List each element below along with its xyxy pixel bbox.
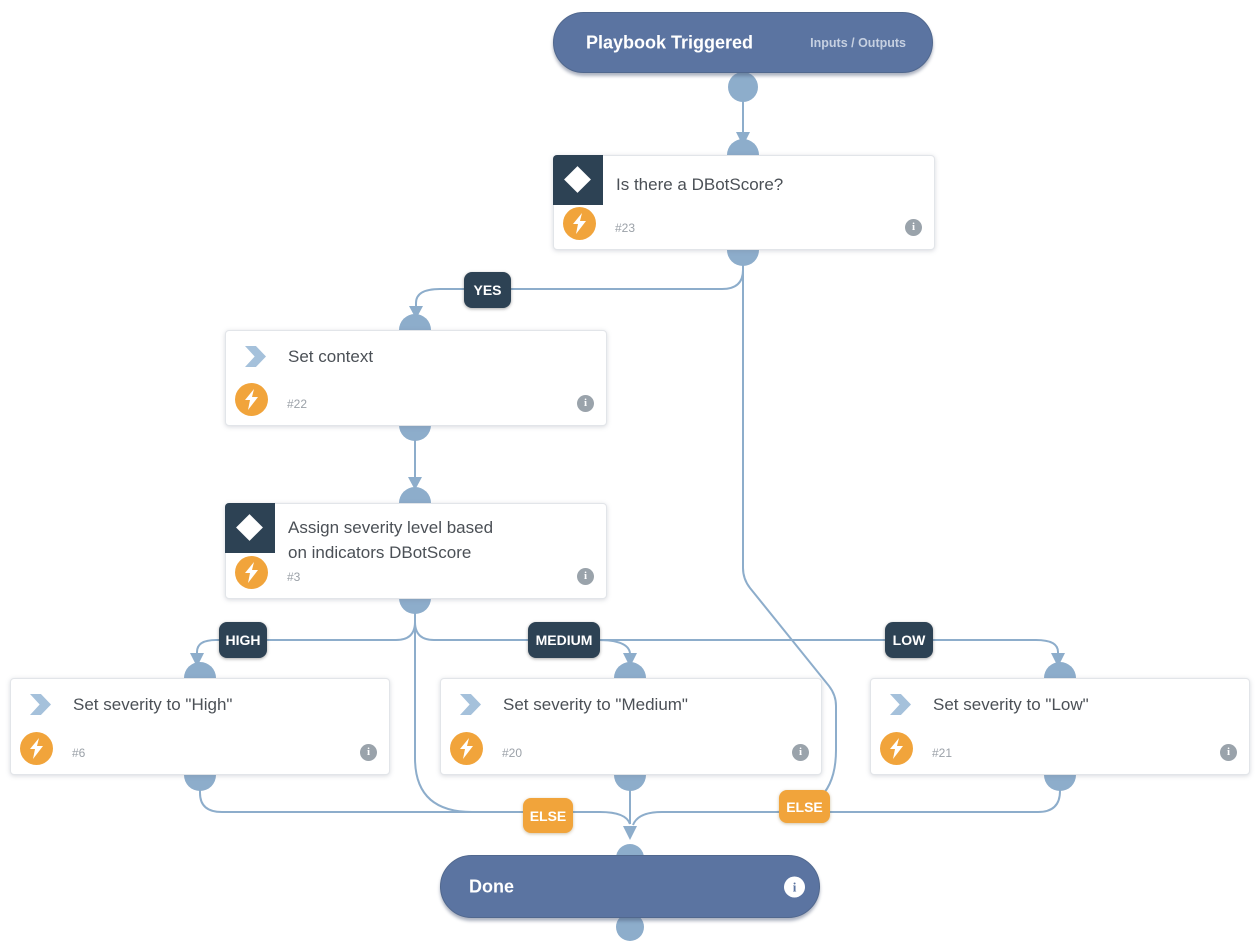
task-card-set-severity-medium[interactable]: Set severity to "Medium" #20	[440, 678, 822, 775]
inputs-outputs-button[interactable]: Inputs / Outputs	[810, 35, 906, 50]
action-chevron-right-icon	[890, 694, 911, 715]
info-icon[interactable]	[1220, 744, 1237, 761]
task-title: Is there a DBotScore?	[616, 175, 784, 194]
automation-bolt-icon	[563, 207, 596, 240]
task-card-assign-severity-level[interactable]: Assign severity level based on indicator…	[225, 503, 607, 599]
task-title: Set severity to "Low"	[933, 695, 1089, 714]
start-node-playbook-triggered[interactable]: Playbook Triggered Inputs / Outputs	[553, 12, 933, 73]
automation-bolt-icon	[450, 732, 483, 765]
info-icon[interactable]	[577, 568, 594, 585]
branch-label-else-left: ELSE	[523, 798, 573, 833]
task-number: #6	[72, 746, 86, 760]
automation-bolt-icon	[235, 383, 268, 416]
task-title: Set severity to "High"	[73, 695, 233, 714]
action-chevron-right-icon	[30, 694, 51, 715]
info-icon[interactable]	[360, 744, 377, 761]
task-number: #3	[287, 570, 301, 584]
automation-bolt-icon	[880, 732, 913, 765]
branch-label-low: LOW	[885, 622, 933, 658]
action-chevron-right-icon	[245, 346, 266, 367]
end-node-title: Done	[469, 876, 514, 896]
automation-bolt-icon	[235, 556, 268, 589]
start-node-title: Playbook Triggered	[586, 32, 754, 52]
branch-label-medium: MEDIUM	[528, 622, 600, 658]
task-card-set-severity-low[interactable]: Set severity to "Low" #21	[870, 678, 1250, 775]
task-number: #21	[932, 746, 953, 760]
task-card-set-severity-high[interactable]: Set severity to "High" #6	[10, 678, 390, 775]
condition-diamond-icon	[225, 503, 275, 553]
info-icon[interactable]	[905, 219, 922, 236]
info-icon[interactable]	[577, 395, 594, 412]
task-title: Assign severity level based on indicator…	[288, 518, 494, 562]
task-number: #20	[502, 746, 523, 760]
task-number: #22	[287, 397, 308, 411]
branch-label-high: HIGH	[219, 622, 267, 658]
automation-bolt-icon	[20, 732, 53, 765]
task-number: #23	[615, 221, 636, 235]
task-card-is-there-a-dbotscore[interactable]: Is there a DBotScore? #23	[553, 155, 935, 250]
end-node-done[interactable]: Done	[440, 855, 820, 918]
task-title: Set context	[288, 347, 374, 366]
task-card-set-context[interactable]: Set context #22	[225, 330, 607, 426]
task-title: Set severity to "Medium"	[503, 695, 688, 714]
info-icon[interactable]	[784, 876, 805, 897]
info-icon[interactable]	[792, 744, 809, 761]
condition-diamond-icon	[553, 155, 603, 205]
branch-label-else-right: ELSE	[779, 790, 830, 823]
action-chevron-right-icon	[460, 694, 481, 715]
branch-label-yes: YES	[464, 272, 511, 308]
